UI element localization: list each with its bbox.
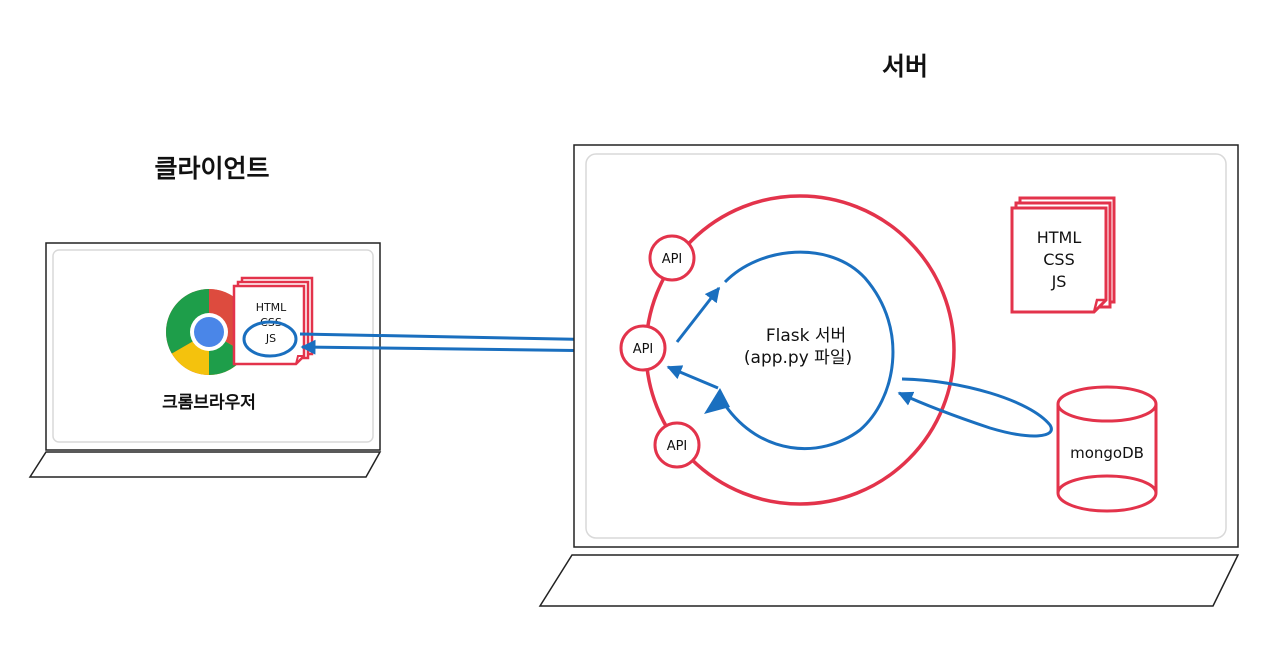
server-laptop-base [538,554,1240,607]
cycle-arrow-up [675,286,721,343]
server-section: 서버 Flask 서버 (app.py 파일) API API AP [538,52,1240,607]
api-node-bottom: API [653,421,701,469]
server-doc-line-css: CSS [1043,250,1074,269]
client-section: 클라이언트 HTML CSS JS 크롬브라우저 [28,154,382,478]
db-query-loop [897,377,1053,438]
flask-server-label: Flask 서버 [766,326,846,346]
server-title: 서버 [882,52,928,81]
client-doc-line-html: HTML [256,301,287,314]
server-doc-line-js: JS [1051,272,1067,291]
client-doc-line-js: JS [265,332,276,345]
api-node-top-label: API [662,252,683,267]
client-js-highlight [242,320,298,358]
chrome-browser-label: 크롬브라우저 [162,393,256,413]
client-laptop-base [28,451,382,478]
client-title: 클라이언트 [154,154,269,183]
server-document-stack-icon [1010,196,1116,314]
api-node-middle-label: API [633,342,654,357]
client-server-arrows [299,332,615,355]
api-node-top: API [648,234,696,282]
request-arrow [299,332,615,348]
server-laptop [538,144,1240,607]
cycle-arrowhead-large [704,388,730,414]
mongodb-label: mongoDB [1070,444,1144,462]
flask-app-file-label: (app.py 파일) [744,348,852,368]
api-node-bottom-label: API [667,439,688,454]
flask-request-cycle [666,250,895,450]
api-node-middle: API [619,324,667,372]
mongodb-database-icon [1056,385,1158,513]
cycle-arrow-left [666,365,719,390]
server-doc-line-html: HTML [1037,228,1082,247]
response-arrow [300,339,614,355]
